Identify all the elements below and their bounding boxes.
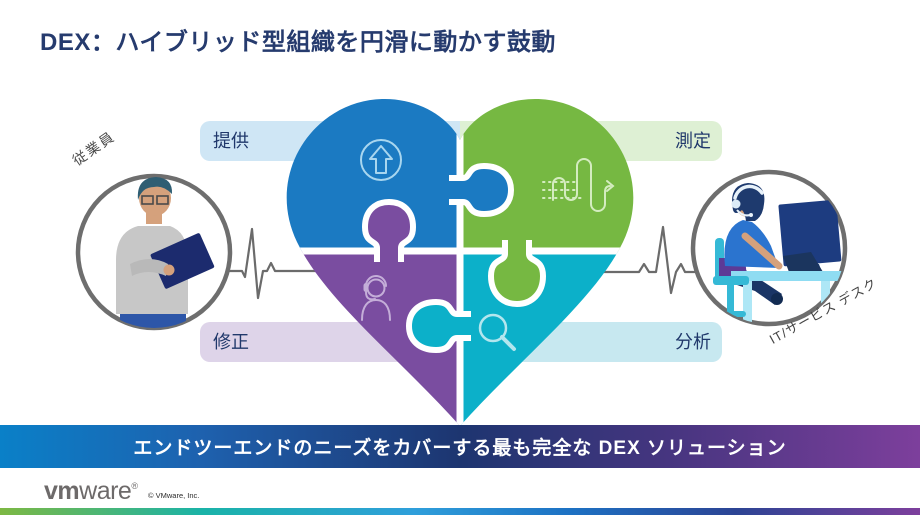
ekg-line-right: [600, 225, 700, 295]
employee-avatar: [75, 173, 233, 331]
deliver-arrow-up-icon: [360, 139, 402, 181]
puzzle-knob-measure: [488, 240, 546, 307]
service-desk-illustration: [713, 183, 845, 324]
puzzle-knob-remediate: [362, 199, 416, 262]
page-title: DEX：ハイブリッド型組織を円滑に動かす鼓動: [40, 29, 556, 56]
vmware-logo-ware: ware: [79, 477, 132, 505]
puzzle-knob-analyze: [406, 299, 471, 353]
remediate-support-icon: [361, 275, 391, 321]
analyze-magnifier-icon: [478, 313, 516, 351]
heart-puzzle-graphic: [286, 98, 634, 427]
service-desk-avatar: [690, 169, 848, 327]
vmware-logo-registered-mark: ®: [131, 481, 138, 491]
ekg-line-left: [225, 227, 320, 300]
vmware-logo-vm: vm: [44, 477, 80, 505]
measure-route-icon: [542, 158, 615, 212]
employee-label: 従業員: [69, 127, 118, 169]
label-deliver: 提供: [213, 131, 249, 151]
label-remediate: 修正: [213, 332, 249, 352]
banner-text: エンドツーエンドのニーズをカバーする最も完全な DEX ソリューション: [133, 438, 787, 459]
puzzle-knob-deliver: [449, 163, 514, 217]
bottom-banner: エンドツーエンドのニーズをカバーする最も完全な DEX ソリューション: [0, 425, 920, 468]
label-analyze: 分析: [675, 332, 711, 352]
label-measure: 測定: [675, 131, 711, 151]
employee-illustration: [116, 177, 215, 328]
vmware-logo: vmware®: [44, 477, 138, 506]
bottom-gradient-strip: [0, 508, 920, 515]
copyright-text: © VMware, Inc.: [148, 491, 200, 500]
